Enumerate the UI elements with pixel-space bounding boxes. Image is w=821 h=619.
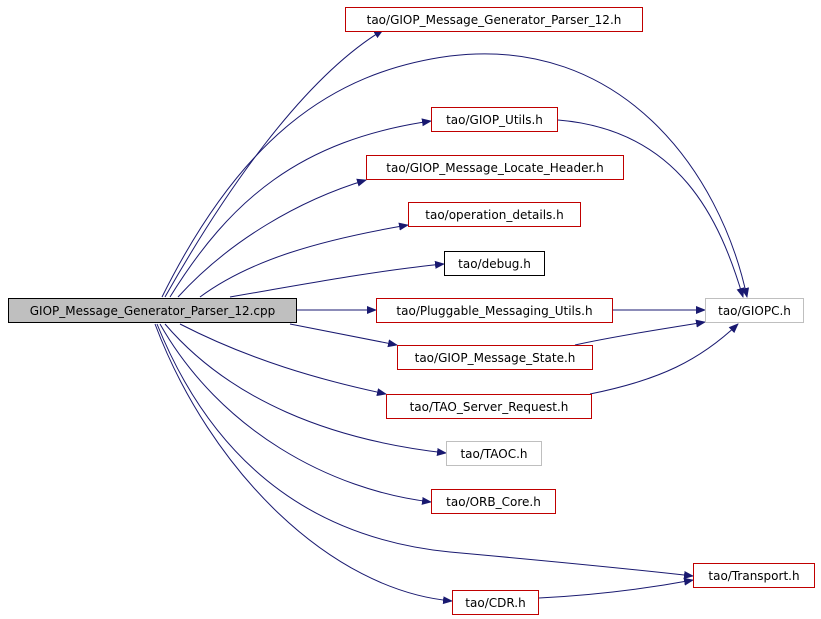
node-orb-core-h[interactable]: tao/ORB_Core.h: [431, 489, 556, 514]
node-giop-message-state-h[interactable]: tao/GIOP_Message_State.h: [397, 345, 593, 370]
edge-root-cdr: [154, 323, 453, 605]
node-giopc-h[interactable]: tao/GIOPC.h: [705, 298, 804, 323]
node-tao-server-request-h[interactable]: tao/TAO_Server_Request.h: [386, 394, 592, 419]
node-debug-h[interactable]: tao/debug.h: [444, 251, 545, 276]
node-transport-h[interactable]: tao/Transport.h: [693, 563, 815, 588]
edge-root-locate: [177, 178, 367, 298]
node-root: GIOP_Message_Generator_Parser_12.cpp: [8, 298, 297, 323]
edge-root-tsr: [179, 323, 387, 397]
edge-utils-giopc: [557, 119, 745, 298]
edge-root-transport: [156, 323, 694, 579]
edge-root-taoc: [164, 323, 447, 456]
node-pluggable-messaging-utils-h[interactable]: tao/Pluggable_Messaging_Utils.h: [376, 298, 613, 323]
edge-cdr-transport: [538, 577, 694, 599]
node-giop-message-generator-parser-12-h[interactable]: tao/GIOP_Message_Generator_Parser_12.h: [345, 7, 643, 32]
node-operation-details-h[interactable]: tao/operation_details.h: [408, 202, 581, 227]
edge-root-state: [289, 323, 398, 348]
node-giop-utils-h[interactable]: tao/GIOP_Utils.h: [431, 107, 558, 132]
edge-tsr-giopc: [589, 323, 739, 395]
edge-root-opdet: [199, 222, 409, 298]
edge-root-giopc: [161, 53, 750, 298]
edge-root-orb: [159, 323, 432, 505]
edge-root-gmgp12: [164, 29, 384, 298]
node-taoc-h[interactable]: tao/TAOC.h: [446, 441, 542, 466]
node-cdr-h[interactable]: tao/CDR.h: [452, 590, 539, 615]
edge-root-debug: [229, 260, 445, 298]
edge-root-utils: [169, 118, 432, 298]
edge-state-giopc: [574, 319, 706, 346]
node-giop-message-locate-header-h[interactable]: tao/GIOP_Message_Locate_Header.h: [366, 155, 624, 180]
